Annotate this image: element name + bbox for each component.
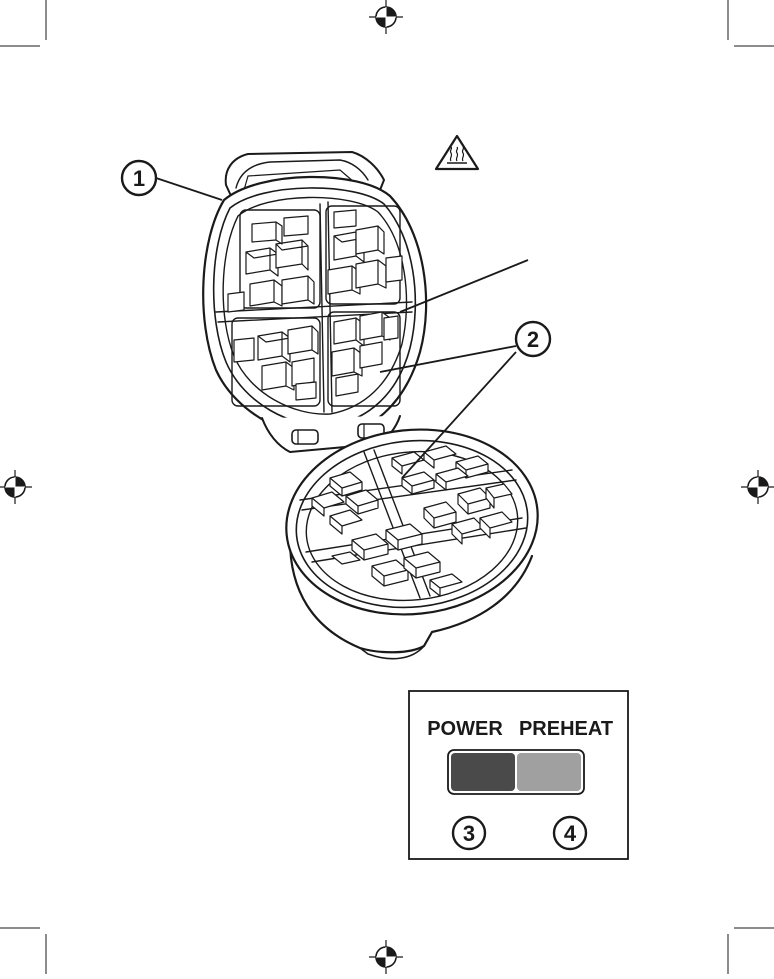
callout-2: 2 (516, 322, 550, 356)
hot-surface-warning-icon (436, 136, 478, 169)
registration-mark-icon (369, 0, 403, 34)
callout-1: 1 (122, 161, 156, 195)
upper-lid (203, 177, 426, 438)
waffle-maker-illustration (203, 152, 547, 659)
power-indicator-light (451, 753, 515, 791)
callout-1-label: 1 (133, 166, 145, 191)
preheat-indicator-light (517, 753, 581, 791)
callout-3: 3 (453, 817, 485, 849)
registration-mark-icon (369, 940, 403, 974)
callout-4-label: 4 (564, 821, 577, 846)
callout-4: 4 (554, 817, 586, 849)
preheat-label: PREHEAT (519, 718, 613, 740)
registration-mark-icon (741, 470, 774, 504)
power-label: POWER (427, 718, 503, 740)
callout-2-label: 2 (527, 327, 539, 352)
lower-base (277, 417, 547, 658)
registration-mark-icon (0, 470, 32, 504)
callout-3-label: 3 (463, 821, 475, 846)
control-panel: POWER PREHEAT 3 4 (409, 691, 628, 859)
